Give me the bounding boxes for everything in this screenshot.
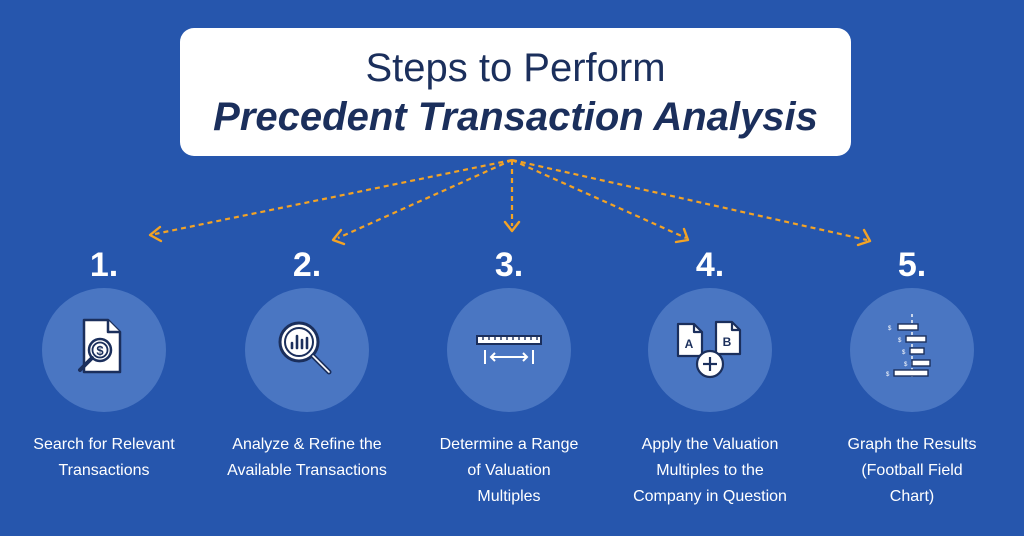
arrow-to-step-4 (511, 158, 687, 240)
svg-text:A: A (685, 337, 694, 351)
step-icon-circle (245, 288, 369, 412)
step-label-line: Graph the Results (847, 436, 977, 453)
step-label: Search for Relevant Transactions (4, 432, 204, 484)
svg-text:$: $ (888, 326, 892, 332)
step-label-line: Search for Relevant (33, 436, 175, 453)
svg-text:$: $ (904, 362, 908, 368)
step-number: 5. (897, 246, 927, 284)
step-label-line: Transactions (58, 462, 150, 479)
step-4: 4. A B Apply the Valuation Multiples to … (610, 246, 810, 510)
step-label: Apply the Valuation Multiples to the Com… (610, 432, 810, 510)
step-label: Determine a Range of Valuation Multiples (409, 432, 609, 510)
step-label-line: Determine a Range (439, 436, 579, 453)
svg-text:$: $ (902, 350, 906, 356)
documents-a-plus-b-icon: A B (676, 320, 742, 379)
arrow-to-step-5 (511, 158, 868, 242)
step-label-line: Multiples to the (656, 462, 764, 479)
step-label-line: Apply the Valuation (641, 436, 779, 453)
range-ruler-icon (476, 335, 542, 364)
football-field-chart-icon: $ $ $ $ $ (886, 314, 931, 378)
title-box: Steps to Perform Precedent Transaction A… (180, 28, 851, 156)
document-dollar-search-icon: $ (78, 318, 122, 374)
arrow-to-step-1 (154, 158, 513, 236)
svg-text:B: B (723, 335, 732, 349)
step-icon-circle (447, 288, 571, 412)
step-label-line: of Valuation (467, 462, 551, 479)
step-number: 2. (292, 246, 322, 284)
step-label-line: Available Transactions (227, 462, 387, 479)
step-label-line: Company in Question (633, 488, 787, 505)
step-number: 3. (494, 246, 524, 284)
step-label-line: Multiples (477, 488, 541, 505)
step-1: 1. $ Search for Relevant Transactions (4, 246, 204, 484)
step-number: 4. (695, 246, 725, 284)
step-label-line: (Football Field (861, 462, 963, 479)
step-5: 5. $ $ $ $ $ Graph the Results (Football… (812, 246, 1012, 510)
title-line-1: Steps to Perform (365, 46, 666, 90)
step-2: 2. Analyze & Refine the Available Transa… (207, 246, 407, 484)
svg-text:$: $ (886, 372, 890, 378)
step-label-line: Chart) (889, 488, 935, 505)
step-3: 3. Determine a Range of Valuation Multip… (409, 246, 609, 510)
title-line-2: Precedent Transaction Analysis (213, 95, 818, 139)
svg-text:$: $ (96, 343, 104, 358)
step-label: Graph the Results (Football Field Chart) (812, 432, 1012, 510)
step-icon-circle: $ (42, 288, 166, 412)
step-icon-circle: A B (648, 288, 772, 412)
magnifier-bar-chart-icon (278, 321, 332, 375)
svg-text:$: $ (898, 338, 902, 344)
step-icon-circle: $ $ $ $ $ (850, 288, 974, 412)
step-number: 1. (89, 246, 119, 284)
arrow-to-step-2 (337, 158, 513, 240)
step-label: Analyze & Refine the Available Transacti… (207, 432, 407, 484)
step-label-line: Analyze & Refine the (232, 436, 382, 453)
